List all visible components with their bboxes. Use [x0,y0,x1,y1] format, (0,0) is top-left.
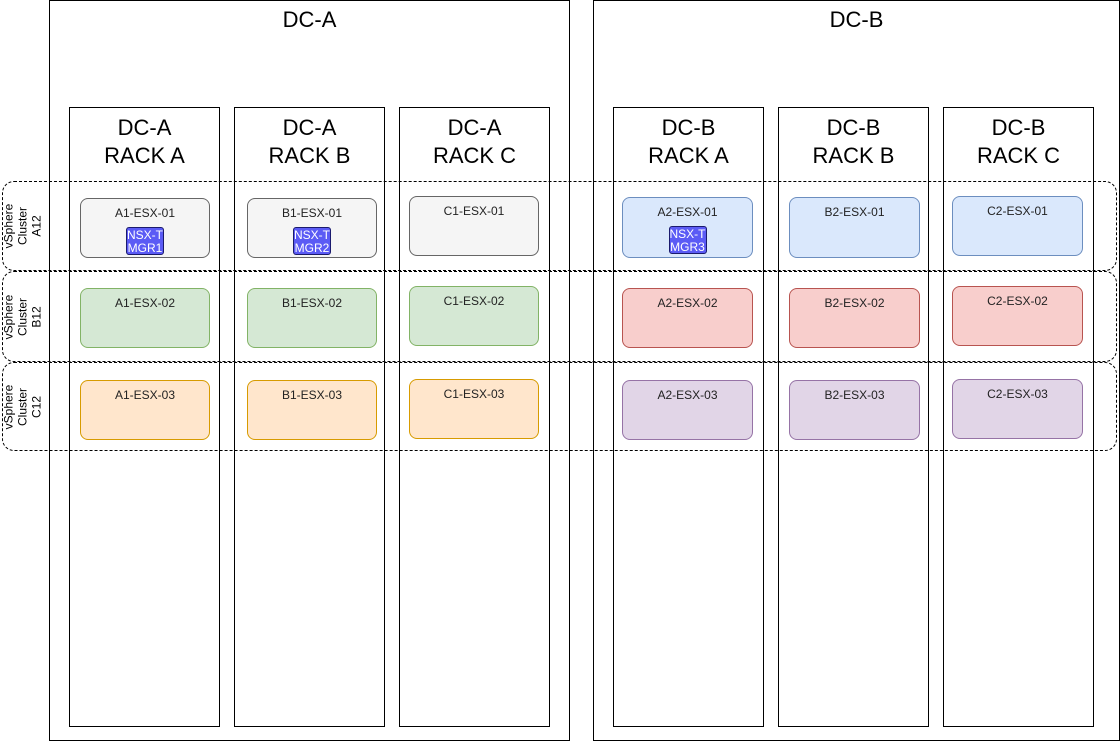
rack-title: DC-A RACK A [70,114,219,170]
host-label: B1-ESX-02 [281,296,343,310]
rack-dc-label: DC-A [117,115,172,140]
rack-title: DC-A RACK B [235,114,384,170]
rack-title: DC-A RACK C [400,114,549,170]
host-c1-esx-03[interactable]: C1-ESX-03 [409,379,539,439]
host-a1-esx-02[interactable]: A1-ESX-02 [80,288,210,348]
host-a2-esx-02[interactable]: A2-ESX-02 [622,288,753,348]
cluster-label-line: B12 [29,305,44,328]
host-b1-esx-02[interactable]: B1-ESX-02 [247,288,377,348]
cluster-label-line: Cluster [15,387,30,426]
cluster-label-line: A12 [29,215,44,237]
rack-title: DC-B RACK A [614,114,763,170]
host-label: A2-ESX-02 [657,296,718,310]
host-b1-esx-03[interactable]: B1-ESX-03 [247,380,377,440]
rack-title: DC-B RACK B [779,114,928,170]
host-label: C2-ESX-02 [987,294,1048,308]
nsx-t-manager-badge: NSX-T MGR2 [293,227,331,255]
host-label: B2-ESX-02 [824,296,885,310]
host-label: B2-ESX-03 [824,388,885,402]
host-label: B1-ESX-01 [281,206,343,220]
cluster-band-c12: vSphere Cluster C12 [1,362,1117,451]
host-a1-esx-03[interactable]: A1-ESX-03 [80,380,210,440]
host-b2-esx-03[interactable]: B2-ESX-03 [789,380,920,440]
rack-dc-label: DC-B [991,115,1046,140]
cluster-label-line: vSphere [1,294,16,339]
rack-name-label: RACK A [104,143,185,168]
host-label: C2-ESX-01 [987,204,1048,218]
host-c2-esx-02[interactable]: C2-ESX-02 [952,286,1083,346]
rack-dc-label: DC-A [282,115,337,140]
host-label: A1-ESX-02 [114,296,176,310]
cluster-label: vSphere Cluster A12 [1,182,44,270]
nsx-t-manager-badge: NSX-T MGR1 [126,227,164,255]
host-label: A2-ESX-01 [657,205,718,219]
host-c1-esx-01[interactable]: C1-ESX-01 [409,196,539,256]
cluster-label-line: C12 [29,395,44,418]
host-c2-esx-03[interactable]: C2-ESX-03 [952,379,1083,439]
cluster-band-b12: vSphere Cluster B12 [1,271,1117,362]
rack-dc-label: DC-B [661,115,716,140]
host-label: C1-ESX-01 [443,204,505,218]
host-c1-esx-02[interactable]: C1-ESX-02 [409,286,539,346]
host-label: A1-ESX-01 [114,206,176,220]
host-label: A2-ESX-03 [657,388,718,402]
rack-name-label: RACK B [268,143,351,168]
rack-dc-label: DC-A [447,115,502,140]
cluster-label: vSphere Cluster B12 [1,272,44,361]
datacenter-title: DC-A [282,7,337,32]
rack-name-label: RACK B [812,143,895,168]
badge-line: MGR2 [294,241,330,255]
host-label: A1-ESX-03 [114,388,176,402]
host-b1-esx-01[interactable]: B1-ESX-01 NSX-T MGR2 [247,198,377,258]
cluster-label-line: Cluster [15,297,30,336]
host-a2-esx-03[interactable]: A2-ESX-03 [622,380,753,440]
host-a1-esx-01[interactable]: A1-ESX-01 NSX-T MGR1 [80,198,210,258]
datacenter-title: DC-B [829,7,884,32]
cluster-label-line: Cluster [15,206,30,246]
rack-name-label: RACK C [976,143,1061,168]
badge-line: NSX-T [669,227,706,241]
cluster-label-line: vSphere [1,384,16,429]
cluster-label-line: vSphere [1,203,16,249]
host-label: C1-ESX-03 [443,387,505,401]
nsx-t-manager-badge: NSX-T MGR3 [668,226,707,254]
badge-line: MGR3 [670,240,705,254]
rack-name-label: RACK A [648,143,729,168]
rack-dc-label: DC-B [826,115,881,140]
host-b2-esx-02[interactable]: B2-ESX-02 [789,288,920,348]
rack-name-label: RACK C [432,143,517,168]
host-label: B2-ESX-01 [824,205,885,219]
cluster-label: vSphere Cluster C12 [1,363,44,450]
host-a2-esx-01[interactable]: A2-ESX-01 NSX-T MGR3 [622,197,753,258]
badge-line: NSX-T [294,228,330,242]
badge-line: NSX-T [127,228,163,242]
cluster-band-a12: vSphere Cluster A12 [1,181,1117,271]
badge-line: MGR1 [127,241,163,255]
host-label: C2-ESX-03 [987,387,1048,401]
rack-title: DC-B RACK C [944,114,1093,170]
host-c2-esx-01[interactable]: C2-ESX-01 [952,196,1083,256]
host-label: C1-ESX-02 [443,294,505,308]
host-label: B1-ESX-03 [281,388,343,402]
host-b2-esx-01[interactable]: B2-ESX-01 [789,197,920,258]
